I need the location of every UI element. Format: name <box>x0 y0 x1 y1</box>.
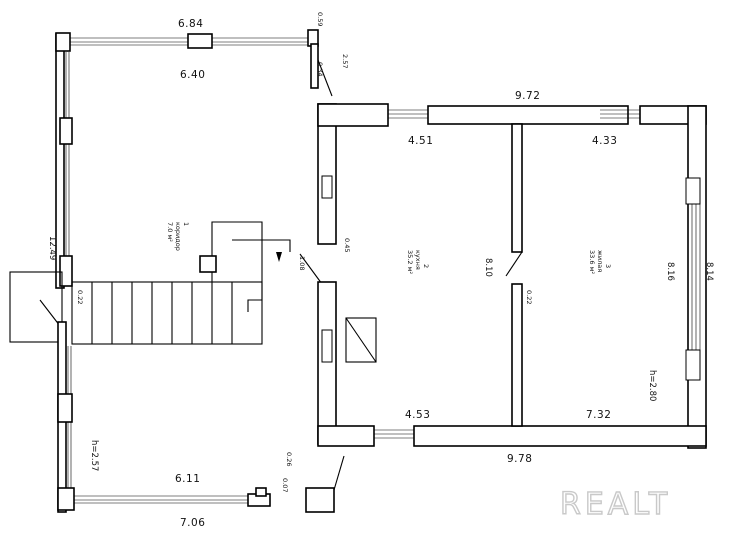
partition-lower <box>511 283 523 427</box>
ceiling-height-right: h=2.80 <box>647 370 657 401</box>
dim-side-b: 0.34 <box>316 62 324 76</box>
dim-side-a: 0.59 <box>316 12 324 26</box>
left-wall-pier-bottom <box>57 393 73 423</box>
left-bottom-corner <box>57 487 75 511</box>
dim-top-inner: 6.40 <box>180 69 205 81</box>
corridor-door-swing <box>299 253 323 285</box>
entrance-door-swing <box>39 299 61 327</box>
main-right-pier-lower <box>685 349 701 381</box>
dim-left-wall-d: 0.45 <box>343 238 351 252</box>
room2-name: кухня <box>414 250 422 270</box>
stove <box>345 317 377 363</box>
dim-right-block-bottom: 9.78 <box>507 453 532 465</box>
stair-landing-inner <box>232 239 291 252</box>
main-top-wall-center <box>427 105 629 125</box>
dim-room3-bottom: 7.32 <box>586 409 611 421</box>
stove-diagonal <box>345 317 377 363</box>
main-bottom-wall <box>413 425 707 447</box>
partition-door-swing <box>505 251 523 277</box>
dim-room2-bottom: 4.53 <box>405 409 430 421</box>
left-wall-corner-top <box>55 32 71 52</box>
dim-left-bottom-outer: 7.06 <box>180 517 205 529</box>
room1-name: коридор <box>174 222 182 251</box>
dim-right-block-top: 9.72 <box>515 90 540 102</box>
dim-side-c: 2.57 <box>341 54 349 68</box>
left-block-right-wall <box>310 43 319 89</box>
top-wall-pier <box>187 33 213 49</box>
main-top-left-segment <box>317 103 389 127</box>
room2-area: 35.2 м² <box>406 250 414 274</box>
bottom-wall-step <box>255 487 267 497</box>
ceiling-height-left: h=2.57 <box>89 440 99 471</box>
dim-outer-right-height: 8.14 <box>704 262 714 281</box>
room2-number: 2 <box>422 264 430 268</box>
room3-area: 33.6 м² <box>588 250 596 274</box>
staircase <box>71 281 263 345</box>
entrance-porch <box>9 271 63 343</box>
dim-room3-top: 4.33 <box>592 135 617 147</box>
main-bottom-left-segment <box>317 425 375 447</box>
stair-post <box>199 255 217 273</box>
left-wall-pier <box>59 117 73 145</box>
dim-room2-height: 8.10 <box>483 258 493 277</box>
bottom-door-swing <box>333 455 345 491</box>
main-left-window-lower <box>321 329 333 363</box>
dim-room3-height: 8.16 <box>665 262 675 281</box>
room3-name: жилая <box>596 250 604 272</box>
stair-landing <box>72 221 263 312</box>
dim-left-bottom-inner: 6.11 <box>175 473 200 485</box>
dim-corridor-width: 1.08 <box>298 256 306 270</box>
main-right-pier <box>685 177 701 205</box>
partition-upper <box>511 123 523 253</box>
dim-room2-top: 4.51 <box>408 135 433 147</box>
room1-number: 1 <box>182 222 190 226</box>
room1-area: 7.0 м² <box>166 222 174 242</box>
dim-top-outer: 6.84 <box>178 18 203 30</box>
dim-partition: 0.22 <box>525 290 533 304</box>
dim-small-bottom-b: 0.07 <box>281 478 289 492</box>
main-right-wall <box>687 105 707 449</box>
main-left-wall-lower <box>317 281 337 445</box>
dim-left-b: 0.22 <box>76 290 84 304</box>
room3-number: 3 <box>604 264 612 268</box>
dim-left-height: 12.49 <box>47 236 57 260</box>
bottom-right-corner <box>305 487 335 513</box>
dim-small-bottom-a: 0.26 <box>285 452 293 466</box>
main-left-window <box>321 175 333 199</box>
door-swing-top <box>317 59 333 97</box>
stair-arrow-icon <box>276 252 282 262</box>
watermark-logo: REALT <box>560 487 671 522</box>
